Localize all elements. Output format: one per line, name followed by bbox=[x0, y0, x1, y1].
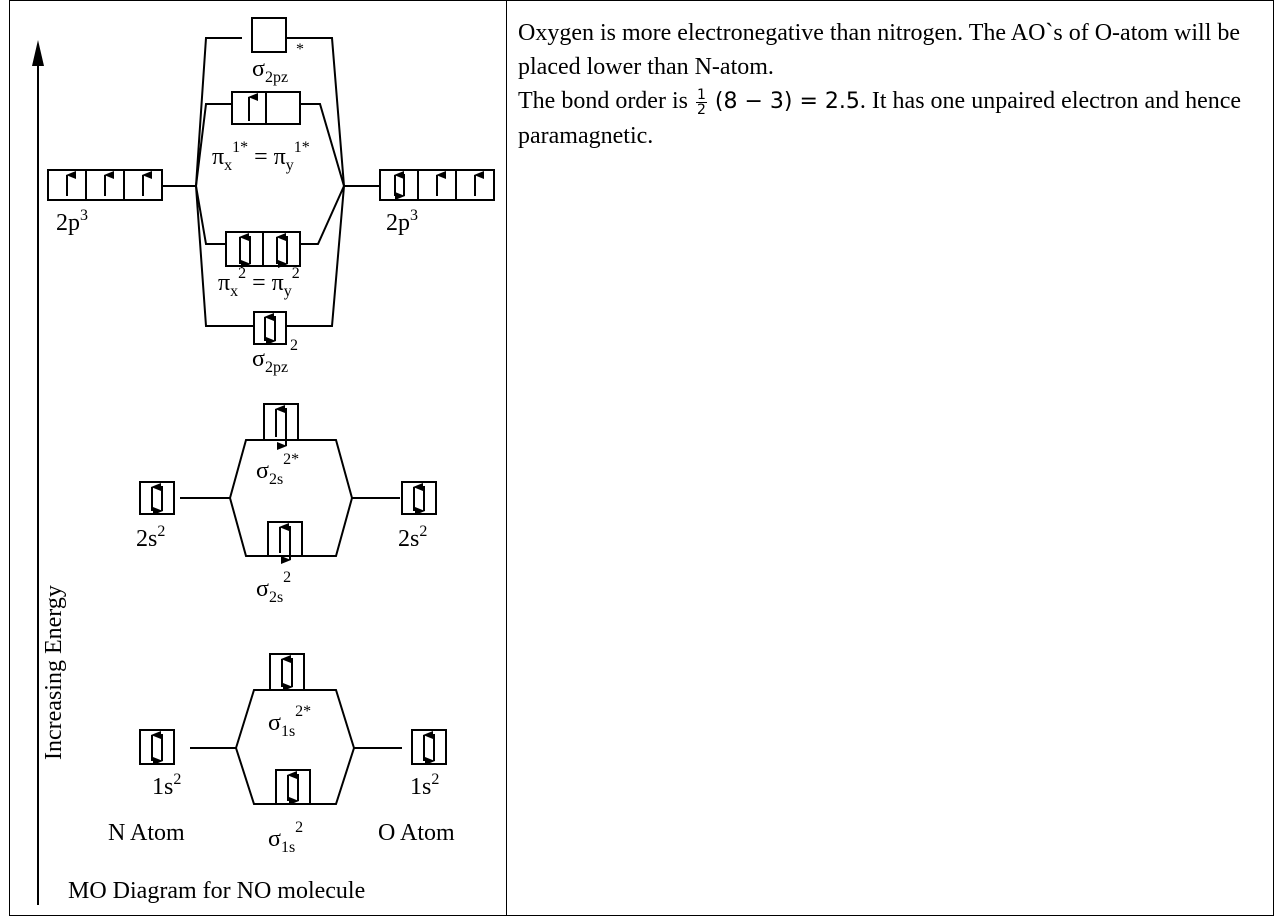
energy-axis-label: Increasing Energy bbox=[41, 585, 67, 760]
bond-order-lead: The bond order is bbox=[518, 88, 688, 114]
n-2s-box bbox=[139, 481, 175, 515]
bond-order-tail: . It has one unpaired electron and hence… bbox=[518, 88, 1242, 149]
n-1s-box bbox=[139, 729, 175, 765]
sigma-2s-star-box bbox=[263, 403, 299, 441]
n-atom-label: N Atom bbox=[108, 820, 185, 846]
sigma-1s-label: σ1s2 bbox=[268, 819, 303, 856]
sigma-2s-star-label: σ2s2* bbox=[256, 451, 299, 488]
n-2s-label: 2s2 bbox=[136, 523, 165, 552]
bond-order-expression: (8 − 3) = 2.5 bbox=[714, 89, 860, 114]
sigma-1s-star-label: σ1s2* bbox=[268, 703, 311, 740]
o-atom-label: O Atom bbox=[378, 820, 455, 846]
sigma-2s-box bbox=[267, 521, 303, 557]
sigma-2pz-label: σ2pz2 bbox=[252, 337, 298, 376]
sigma-2s-label: σ2s2 bbox=[256, 569, 291, 606]
fraction-denominator: 2 bbox=[696, 101, 706, 118]
n-2p-label: 2p3 bbox=[56, 207, 88, 236]
connection-lines bbox=[162, 37, 402, 805]
orbital-boxes bbox=[47, 17, 495, 805]
sigma-2pz-box bbox=[253, 311, 287, 345]
electron-arrows bbox=[66, 93, 484, 805]
sigma-2pz-star-box bbox=[251, 17, 287, 53]
orbital-labels: 2p3 2p3 σ2pz* πx1*=πy1* πx2=πy2 σ2pz2 σ2… bbox=[56, 41, 455, 904]
fraction-numerator: 1 bbox=[695, 86, 707, 103]
column-divider bbox=[506, 0, 507, 916]
explanation-text: Oxygen is more electronegative than nitr… bbox=[518, 16, 1268, 153]
o-2p-label: 2p3 bbox=[386, 207, 418, 236]
o-2p-box bbox=[379, 169, 495, 201]
sigma-2pz-star-label: σ2pz* bbox=[252, 41, 304, 86]
diagram-caption: MO Diagram for NO molecule bbox=[68, 878, 365, 904]
o-1s-label: 1s2 bbox=[410, 771, 439, 800]
n-2p-box bbox=[47, 169, 163, 201]
energy-axis-arrowhead bbox=[32, 40, 44, 66]
o-2s-box bbox=[401, 481, 437, 515]
o-1s-box bbox=[411, 729, 447, 765]
pi-bonding-label: πx2=πy2 bbox=[218, 265, 300, 300]
sigma-1s-box bbox=[275, 769, 311, 805]
n-1s-label: 1s2 bbox=[152, 771, 181, 800]
electronegativity-paragraph: Oxygen is more electronegative than nitr… bbox=[518, 20, 1241, 80]
mo-diagram: Increasing Energy bbox=[32, 17, 495, 905]
o-2s-label: 2s2 bbox=[398, 523, 427, 552]
sigma-1s-star-box bbox=[269, 653, 305, 691]
pi-star-label: πx1*=πy1* bbox=[212, 139, 310, 174]
